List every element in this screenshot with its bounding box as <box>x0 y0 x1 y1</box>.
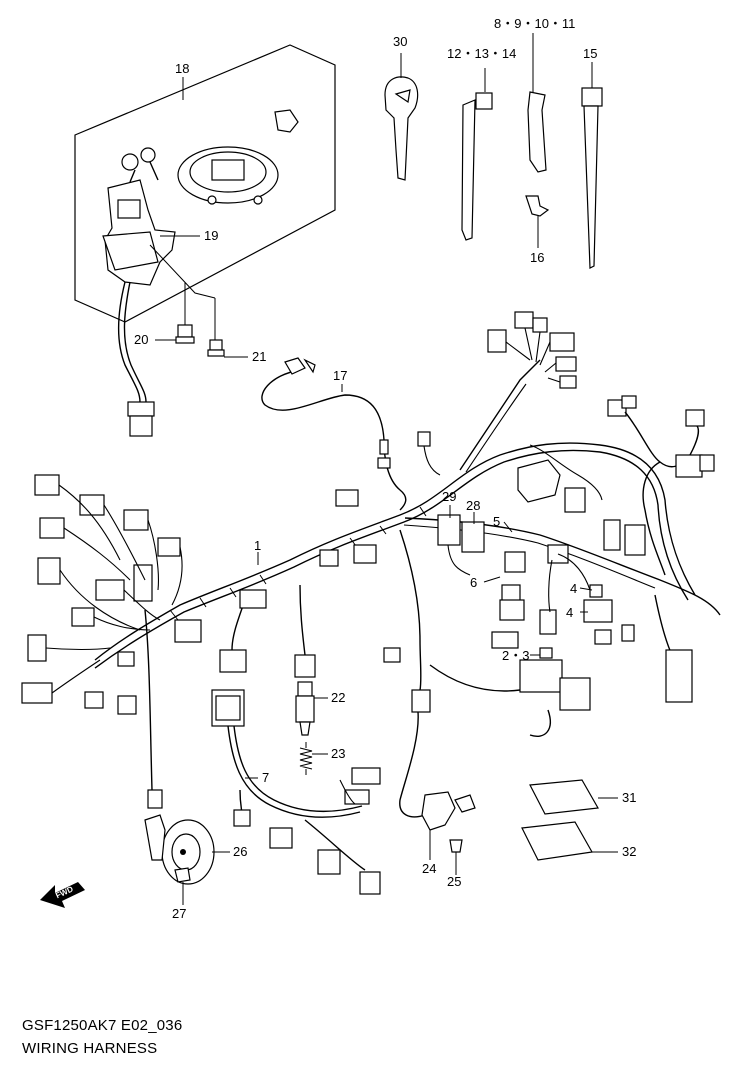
labels-31-32 <box>521 779 599 861</box>
callout-12-14: 12・13・14 <box>447 46 516 61</box>
callout-17: 17 <box>333 368 347 383</box>
bolt-25 <box>449 839 463 862</box>
callout-7: 7 <box>262 770 269 785</box>
callout-4a: 4 <box>570 581 577 596</box>
sub-harness <box>211 689 381 895</box>
callout-2-3: 2・3 <box>502 648 529 663</box>
ignition-switch-set <box>74 44 336 437</box>
callout-8-11: 8・9・10・11 <box>494 16 575 31</box>
callout-21: 21 <box>252 349 266 364</box>
callout-23: 23 <box>331 746 345 761</box>
horn <box>144 814 215 905</box>
callout-16: 16 <box>530 250 544 265</box>
callout-1: 1 <box>254 538 261 553</box>
diagram-title: WIRING HARNESS <box>22 1040 158 1057</box>
callout-20: 20 <box>134 332 148 347</box>
fwd-arrow: FWD <box>40 882 85 908</box>
callout-22: 22 <box>331 690 345 705</box>
callout-25: 25 <box>447 874 461 889</box>
callout-4b: 4 <box>566 605 573 620</box>
callout-26: 26 <box>233 844 247 859</box>
callout-numbers: 1 2・3 4 4 5 6 7 8・9・10・11 12・13・14 15 16… <box>134 16 636 921</box>
switch-and-spring <box>295 681 315 775</box>
callout-29: 29 <box>442 489 456 504</box>
key <box>384 53 419 181</box>
callout-15: 15 <box>583 46 597 61</box>
callout-6: 6 <box>470 575 477 590</box>
callout-31: 31 <box>622 790 636 805</box>
callout-19: 19 <box>204 228 218 243</box>
main-wiring-harness <box>21 311 721 831</box>
diagram-code: GSF1250AK7 E02_036 <box>22 1017 183 1034</box>
callout-5: 5 <box>493 514 500 529</box>
leader-lines <box>155 77 618 875</box>
callout-24: 24 <box>422 861 436 876</box>
wire-ties-clamps <box>461 33 603 269</box>
callout-32: 32 <box>622 844 636 859</box>
callout-30: 30 <box>393 34 407 49</box>
callout-28: 28 <box>466 498 480 513</box>
callout-18: 18 <box>175 61 189 76</box>
callout-27: 27 <box>172 906 186 921</box>
